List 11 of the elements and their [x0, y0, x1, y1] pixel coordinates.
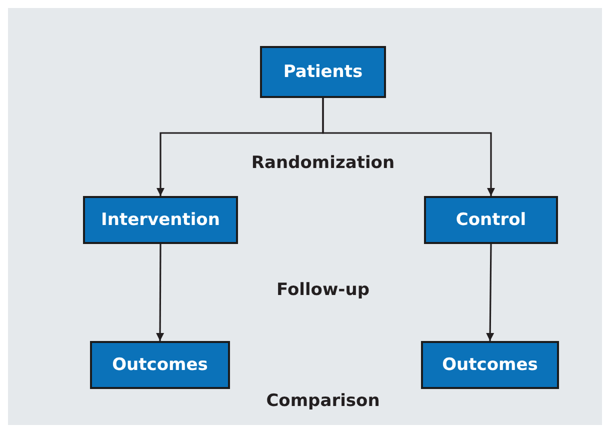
stage-label: Comparison: [266, 391, 380, 411]
stage-label: Follow-up: [276, 280, 370, 300]
process-box: Control: [424, 196, 558, 244]
arrow: [322, 98, 495, 196]
arrow: [156, 244, 164, 341]
process-box: Outcomes: [421, 341, 559, 389]
stage-label: Randomization: [251, 153, 395, 173]
process-box: Intervention: [83, 196, 238, 244]
process-box: Patients: [260, 46, 386, 98]
process-box: Outcomes: [90, 341, 230, 389]
arrow: [486, 244, 494, 341]
